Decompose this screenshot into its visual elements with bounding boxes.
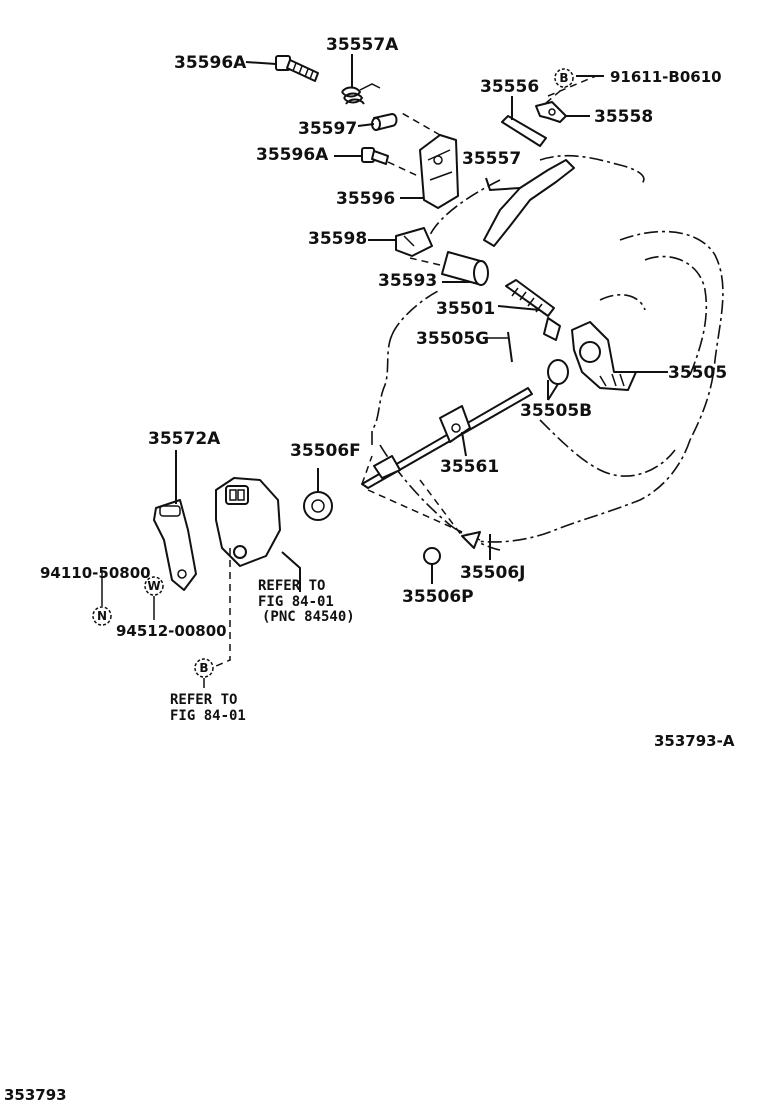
lever-35557 [483, 159, 575, 247]
label-35505g: 35505G [416, 329, 489, 349]
label-35596a-middle: 35596A [256, 145, 329, 165]
label-94110-50800: 94110-50800 [40, 564, 151, 582]
label-35557: 35557 [462, 149, 521, 169]
switch-note-line3: (PNC 84540) [262, 609, 355, 625]
spring-35557a [341, 83, 381, 105]
bolt-35501 [505, 279, 561, 341]
label-35598: 35598 [308, 229, 367, 249]
marker-w-label: W [147, 579, 160, 593]
marker-n-label: N [97, 609, 107, 623]
b-note-line2: FIG 84-01 [170, 708, 246, 724]
label-35506j: 35506J [460, 563, 525, 583]
bolt-35596a-top [275, 55, 319, 82]
pin-35597 [371, 113, 398, 131]
lever-35572a [153, 499, 197, 591]
label-35501: 35501 [436, 299, 495, 319]
marker-w: W [144, 576, 164, 596]
pin-35505g [507, 331, 513, 363]
switch-note-line2: FIG 84-01 [258, 594, 334, 610]
detent-plate-35505 [571, 321, 637, 391]
label-91611-b0610: 91611-B0610 [610, 68, 722, 86]
label-35557a: 35557A [326, 35, 399, 55]
label-35506f: 35506F [290, 441, 361, 461]
diagram-code: 353793-A [654, 732, 735, 750]
label-35593: 35593 [378, 271, 437, 291]
marker-b-top: B [554, 68, 574, 88]
neutral-start-switch [215, 477, 281, 567]
transmission-case-outline [371, 154, 724, 551]
label-35556: 35556 [480, 77, 539, 97]
o-ring-35506p [423, 547, 441, 565]
figure-number: 353793 [4, 1086, 67, 1104]
sleeve-35593 [441, 251, 489, 286]
label-35596: 35596 [336, 189, 395, 209]
clip-35558 [535, 101, 567, 123]
bushing-35506f [303, 491, 333, 521]
marker-b-top-label: B [559, 71, 568, 85]
bolt-35596a-middle [361, 147, 389, 165]
label-35597: 35597 [298, 119, 357, 139]
rod-35556 [501, 115, 547, 147]
part-35505b [547, 359, 569, 385]
label-35561: 35561 [440, 457, 499, 477]
label-35505b: 35505B [520, 401, 592, 421]
bracket-35596 [419, 134, 459, 209]
marker-n: N [92, 606, 112, 626]
label-35506p: 35506P [402, 587, 474, 607]
label-35596a-top: 35596A [174, 53, 247, 73]
label-35558: 35558 [594, 107, 653, 127]
b-note-line1: REFER TO [170, 692, 237, 708]
label-35505: 35505 [668, 363, 727, 383]
marker-b-bottom-label: B [199, 661, 208, 675]
part-35598 [395, 227, 433, 257]
switch-note-line1: REFER TO [258, 578, 325, 594]
seal-35506j [461, 531, 481, 549]
label-35572a: 35572A [148, 429, 221, 449]
label-94512-00800: 94512-00800 [116, 622, 227, 640]
marker-b-bottom: B [194, 658, 214, 678]
